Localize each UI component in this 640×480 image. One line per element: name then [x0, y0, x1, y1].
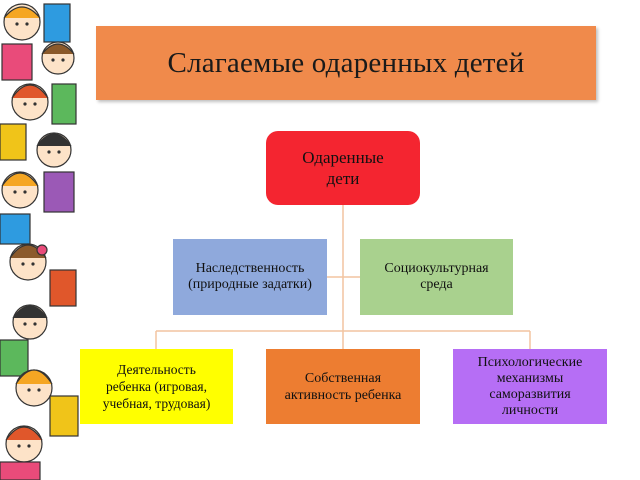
node-heredity: Наследственность (природные задатки): [173, 239, 327, 315]
node-own-activity: Собственная активность ребенка: [266, 349, 420, 424]
title-banner: Слагаемые одаренных детей: [96, 26, 596, 100]
root-node-gifted-children: Одаренные дети: [266, 131, 420, 205]
node-own-activity-label: Собственная активность ребенка: [284, 370, 402, 403]
node-heredity-label: Наследственность (природные задатки): [188, 261, 312, 292]
node-activity: Деятельность ребенка (игровая, учебная, …: [80, 349, 233, 424]
node-psych-mechanisms: Психологические механизмы саморазвития л…: [453, 349, 607, 424]
diagram-title: Слагаемые одаренных детей: [167, 46, 525, 79]
kids-border-illustration: [0, 0, 80, 480]
root-node-label: Одаренные дети: [302, 148, 384, 188]
node-sociocultural-label: Социокультурная среда: [384, 261, 489, 292]
node-psych-label: Психологические механизмы саморазвития л…: [477, 354, 583, 418]
node-activity-label: Деятельность ребенка (игровая, учебная, …: [102, 362, 211, 411]
node-sociocultural: Социокультурная среда: [360, 239, 513, 315]
